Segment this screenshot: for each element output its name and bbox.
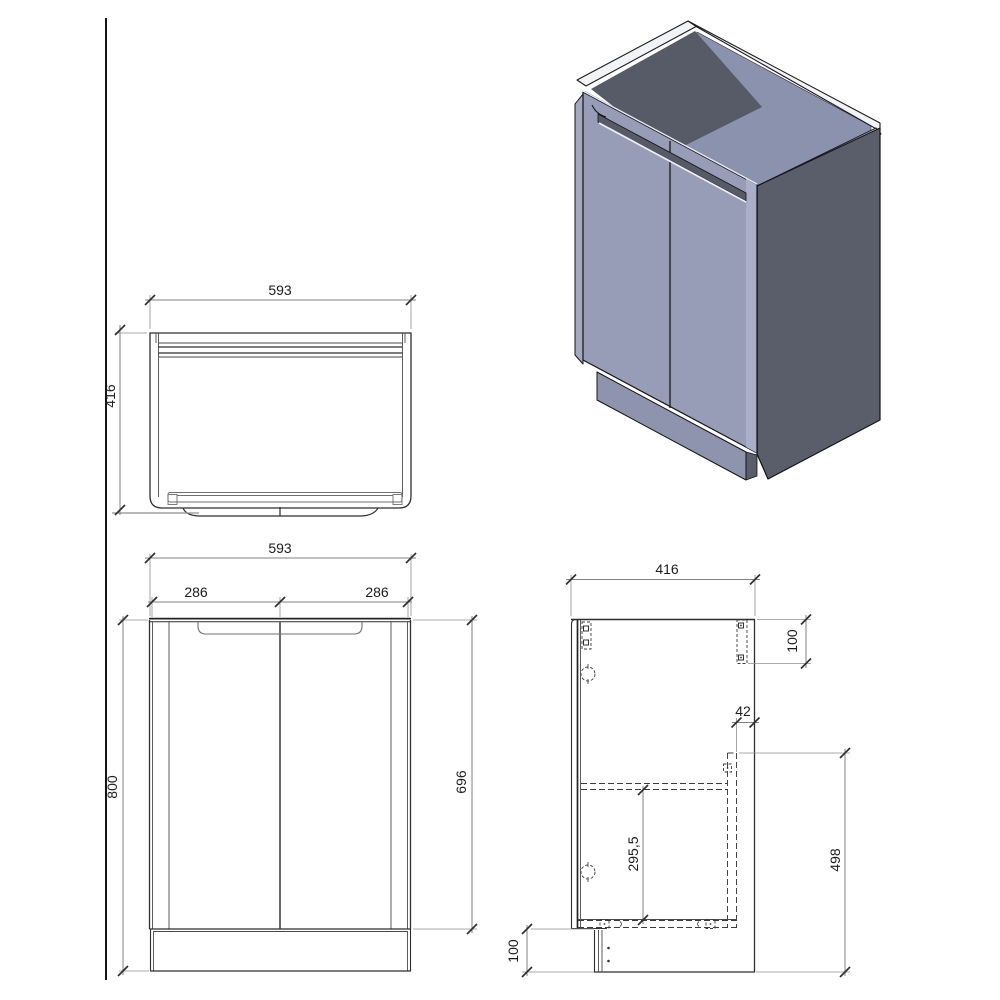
dim-label-total-height: 800: [104, 775, 120, 799]
dim-label-left-door: 286: [184, 584, 208, 600]
side-view-dim-depth: 416: [565, 561, 761, 616]
iso-door-edge-highlight: [746, 179, 757, 453]
iso-left-edge-sliver: [574, 93, 584, 365]
side-view-dim-back-panel: 498: [739, 747, 851, 978]
iso-front-top-rim-line: [582, 90, 758, 185]
side-view-hidden-back-panel: [723, 752, 737, 928]
iso-right-side-panel: [756, 127, 881, 480]
side-view-plinth: [593, 930, 610, 972]
front-view: 593 286 286 800 696: [104, 540, 478, 977]
front-view-dim-width: 593: [144, 540, 417, 616]
top-view-side-panels: [155, 333, 406, 497]
plinth-screw-dot: [607, 959, 610, 963]
front-view-dim-doors: 286 286: [146, 584, 414, 617]
side-view-carcass: [570, 618, 756, 973]
dim-label-back-offset: 42: [735, 703, 751, 719]
front-view-plinth: [149, 929, 412, 972]
side-view-dim-top-rail: 100: [748, 613, 812, 670]
front-view-dim-door-height: 696: [413, 614, 478, 935]
side-view-hidden-shelf: [581, 783, 728, 790]
top-view-dim-width: 593: [144, 282, 417, 329]
iso-view: [574, 20, 882, 481]
iso-plinth-front: [596, 371, 747, 481]
side-view-dim-back-offset: 42: [730, 703, 761, 752]
plinth-screw-dot: [607, 946, 610, 950]
iso-plinth-side: [745, 451, 758, 481]
dim-label-side-depth: 416: [655, 561, 679, 577]
dim-label-top-rail: 100: [784, 629, 800, 653]
dim-label-top-width: 593: [268, 282, 292, 298]
top-view-doors-edge: [112, 507, 379, 517]
side-view: 416 100 42 295,5: [505, 561, 851, 978]
front-view-handle-recess: [197, 621, 363, 635]
side-view-dim-shelf-span: 295,5: [625, 784, 649, 926]
side-view-hinge-plate-top: [581, 621, 592, 650]
side-view-hidden-bottom-panel: [578, 919, 737, 929]
top-view-back-panel-lines: [158, 342, 403, 358]
iso-handle-groove: [591, 104, 747, 203]
side-view-hinge-holes: [580, 664, 596, 882]
dim-label-back-panel: 498: [827, 848, 843, 872]
dim-label-top-depth: 416: [102, 384, 118, 408]
dim-label-front-width: 593: [268, 540, 292, 556]
dim-label-plinth: 100: [505, 939, 521, 963]
dim-label-right-door: 286: [365, 584, 389, 600]
side-view-back-rail-bracket: [736, 619, 748, 664]
top-view: 593 416: [102, 282, 417, 517]
top-view-dim-depth: 416: [102, 324, 147, 516]
dim-label-shelf-span: 295,5: [625, 836, 641, 871]
front-view-dim-height: 800: [104, 614, 149, 977]
top-view-cabinet-outline: [149, 332, 412, 509]
side-view-dim-plinth: 100: [505, 923, 594, 978]
top-view-front-rail: [167, 491, 403, 505]
dim-label-door-height: 696: [453, 770, 469, 794]
